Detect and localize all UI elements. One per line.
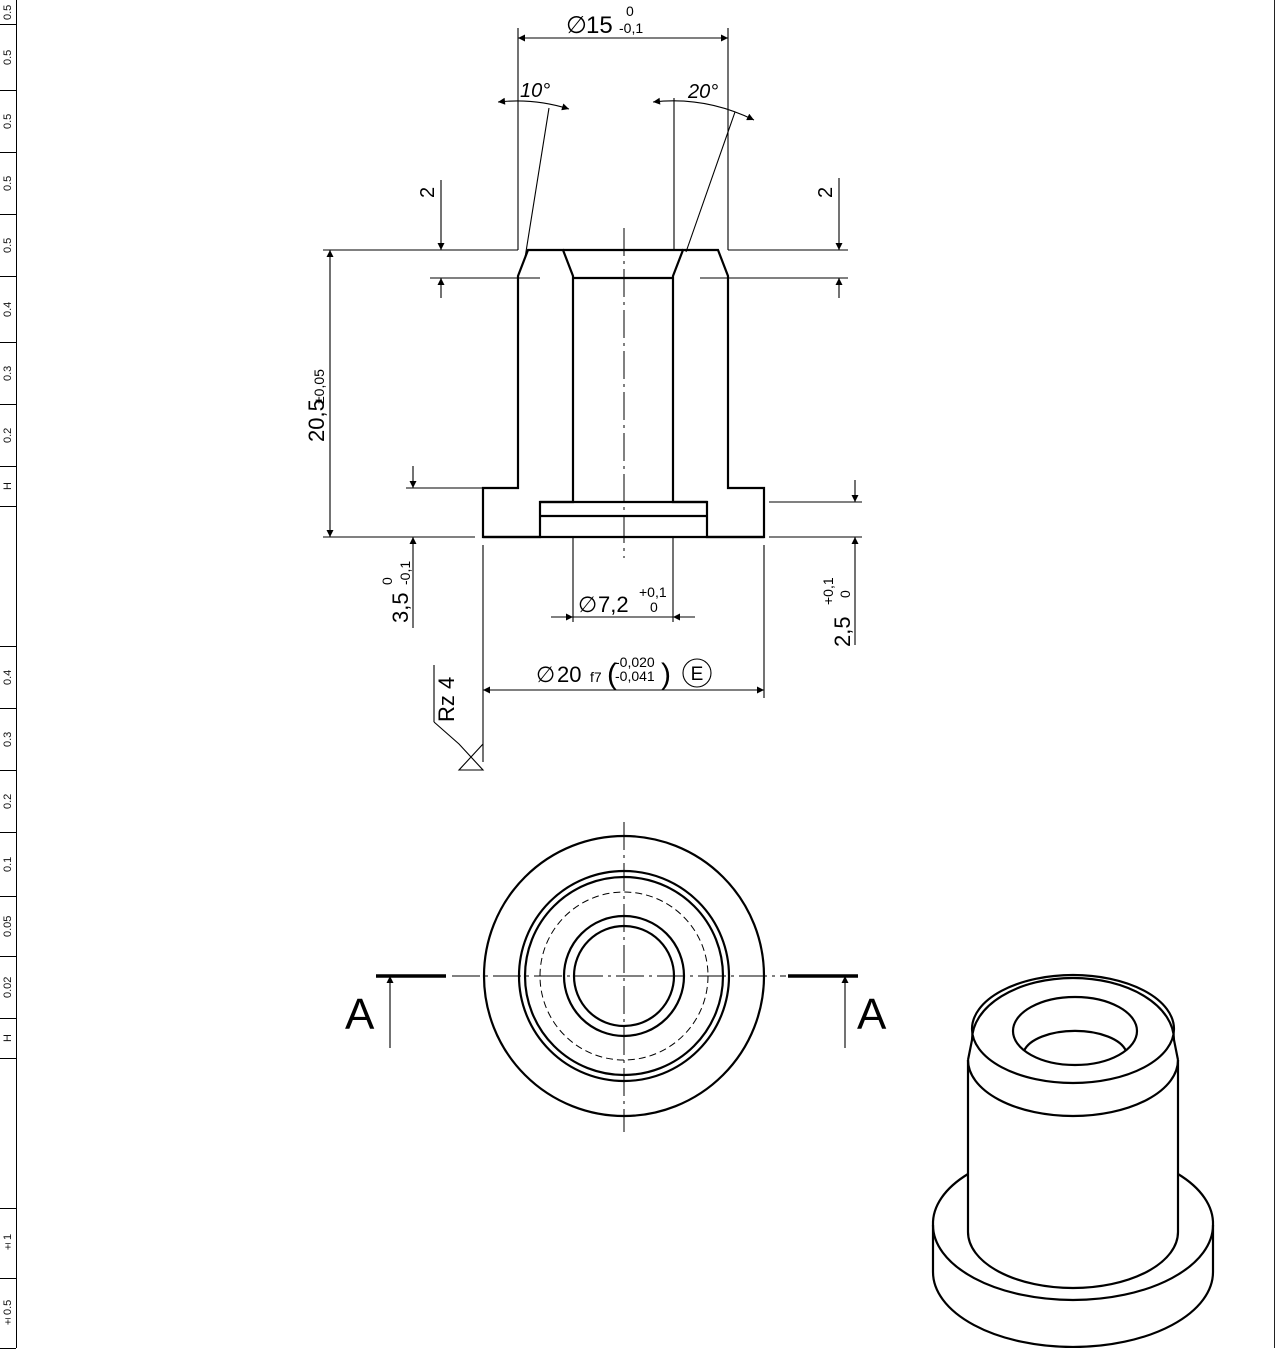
dim-flange-value: 3,5 xyxy=(388,592,413,623)
envelope-letter: E xyxy=(691,664,704,685)
tolerance-strip-cell: 0.1 xyxy=(0,832,16,897)
tolerance-strip-cell: H xyxy=(0,466,16,507)
top-face-outer xyxy=(970,973,1176,1085)
dim-d72-lower: 0 xyxy=(650,599,658,615)
dim-d15-symbol: ∅ xyxy=(566,12,587,39)
section-hatch-left xyxy=(481,248,575,539)
tolerance-strip-cell: 0.5 xyxy=(0,90,16,153)
tolerance-strip-cell: ±1 xyxy=(0,1208,16,1279)
flange-top-back-left xyxy=(931,1173,969,1226)
sheet-border-right xyxy=(1274,0,1275,1348)
tolerance-strip-cell xyxy=(0,506,16,647)
surface-roughness-symbol xyxy=(433,665,485,771)
tolerance-strip-cell: 0.3 xyxy=(0,708,16,771)
chamfer-band xyxy=(966,976,1180,1061)
flange-top-back-right xyxy=(1177,1173,1215,1226)
isometric-view xyxy=(931,973,1215,1348)
dim-d20-paren-right: ) xyxy=(661,658,671,691)
dim-d72-symbol: ∅ xyxy=(578,592,597,617)
dim-d20-lower: -0,041 xyxy=(615,668,655,684)
dim-d15-value: 15 xyxy=(586,12,613,39)
dim-flange-upper: 0 xyxy=(379,577,395,585)
dim-height-tolerance: ±0,05 xyxy=(311,369,327,404)
body-top-edge-front xyxy=(966,1059,1180,1118)
envelope-requirement-circle xyxy=(682,658,712,688)
tolerance-strip-cell: 0.4 xyxy=(0,646,16,709)
tolerance-strip-cell: 0.4 xyxy=(0,276,16,343)
dim-d15-upper: 0 xyxy=(626,3,634,19)
tolerance-strip-cell: H xyxy=(0,1018,16,1059)
flange-side xyxy=(931,1225,1215,1348)
tolerance-strip-cell: 0.05 xyxy=(0,896,16,957)
body-side xyxy=(966,1060,1180,1290)
section-label-right: A xyxy=(857,990,887,1039)
section-hatch-right xyxy=(671,248,766,539)
dim-d15-lower: -0,1 xyxy=(619,20,643,36)
tolerance-strip-cell: 0.2 xyxy=(0,770,16,833)
dim-chamfer-right: 2 xyxy=(815,187,837,198)
dim-d20-paren-left: ( xyxy=(607,658,617,691)
top-view xyxy=(452,822,786,1132)
tolerance-strip-cell: 0.2 xyxy=(0,404,16,467)
section-marker-left xyxy=(376,974,446,1048)
dim-height-value: 20,5 xyxy=(304,399,329,442)
dim-d20-symbol: ∅ xyxy=(536,662,555,687)
dim-d20-upper: -0,020 xyxy=(615,654,655,670)
dim-chamfer-left: 2 xyxy=(417,187,439,198)
bore-outer xyxy=(1011,995,1139,1067)
dim-angle-left: 10° xyxy=(520,80,550,102)
section-marker-right xyxy=(788,974,858,1048)
dim-angle-right: 20° xyxy=(687,81,718,103)
section-view xyxy=(481,228,766,558)
dim-d72-upper: +0,1 xyxy=(639,584,667,600)
bore-inner xyxy=(1022,1029,1128,1052)
tolerance-strip-cell: 0.3 xyxy=(0,342,16,405)
dim-flange-lower: -0,1 xyxy=(397,561,413,585)
tolerance-strip-cell: 0.02 xyxy=(0,956,16,1019)
tolerance-strip-cell: 0.5 xyxy=(0,0,16,25)
dim-d20-fit: f7 xyxy=(590,669,602,685)
dim-d20-value: 20 xyxy=(557,662,581,687)
dim-recess-value: 2,5 xyxy=(830,616,855,647)
dim-d72-value: 7,2 xyxy=(598,592,629,617)
tolerance-strip-cell: 0.5 xyxy=(0,214,16,277)
dim-recess-upper: +0,1 xyxy=(820,577,836,605)
tolerance-strip-cell xyxy=(0,1058,16,1209)
section-label-left: A xyxy=(345,990,375,1039)
dim-recess-lower: 0 xyxy=(837,590,853,598)
tolerance-strip-cell: 0.5 xyxy=(0,152,16,215)
dimension-lines xyxy=(323,28,862,762)
roughness-label: Rz 4 xyxy=(434,677,459,722)
flange-top-front xyxy=(931,1224,1215,1302)
tolerance-strip-cell: 0.5 xyxy=(0,24,16,91)
